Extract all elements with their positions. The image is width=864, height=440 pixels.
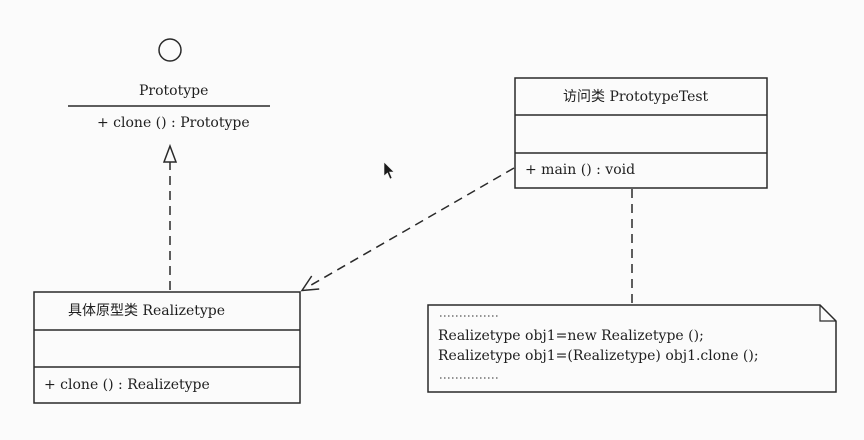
concrete-class-box xyxy=(33,291,301,404)
client-class-method: + main () : void xyxy=(525,162,636,178)
client-class-name: 访问类 PrototypeTest xyxy=(563,89,709,105)
dependency-edge xyxy=(305,167,515,289)
mouse-pointer-icon xyxy=(383,161,395,180)
interface-method: + clone () : Prototype xyxy=(97,115,250,131)
interface-lollipop-icon xyxy=(158,38,182,62)
dependency-arrowhead-icon xyxy=(300,275,320,292)
note-code-line-2: Realizetype obj1=(Realizetype) obj1.clon… xyxy=(438,348,759,364)
client-class-box xyxy=(514,77,768,189)
concrete-class-method: + clone () : Realizetype xyxy=(44,377,210,393)
code-note-box xyxy=(427,304,837,393)
realization-arrowhead-icon xyxy=(162,143,178,163)
interface-name: Prototype xyxy=(139,83,209,99)
note-code-line-1: Realizetype obj1=new Realizetype (); xyxy=(438,328,704,344)
concrete-class-name: 具体原型类 Realizetype xyxy=(68,303,226,319)
